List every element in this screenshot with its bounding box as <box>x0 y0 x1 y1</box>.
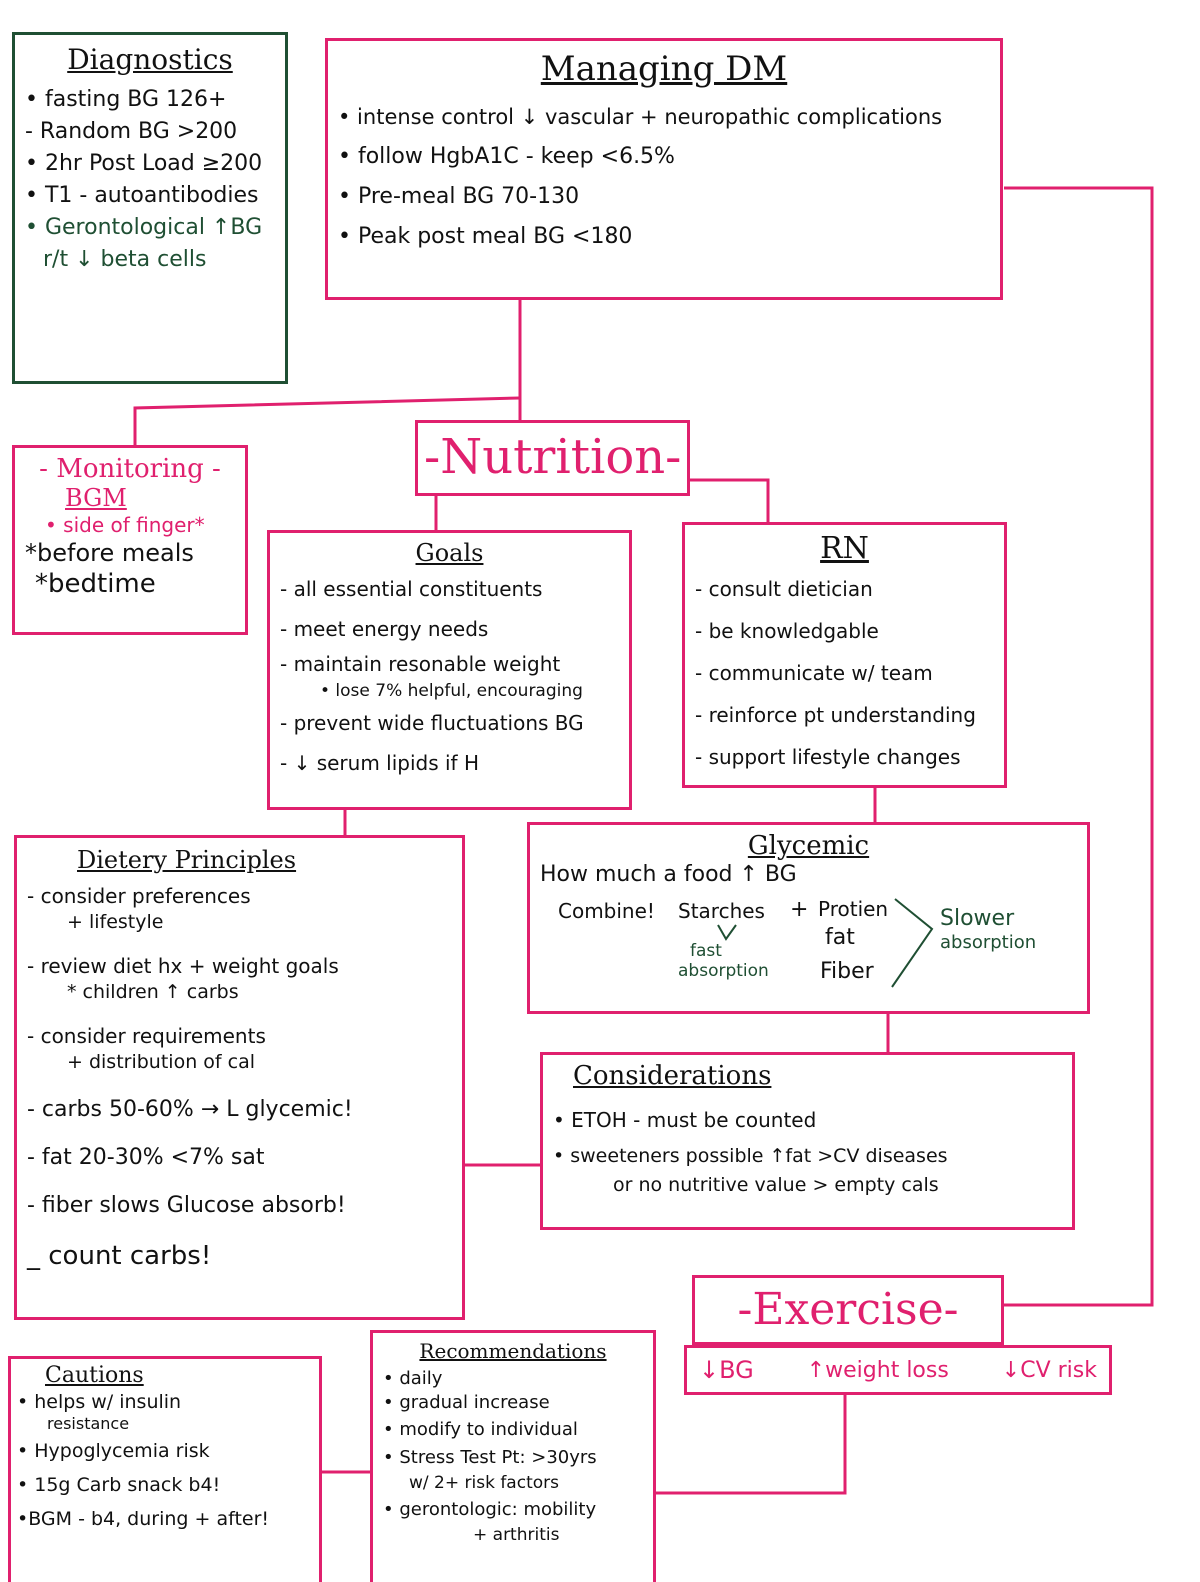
diagnostics-box: Diagnostics • fasting BG 126+ - Random B… <box>12 32 288 384</box>
goals-item: - all essential constituents <box>280 577 543 601</box>
glycemic-combine-diagram: Combine! Starches + Protien fat Fiber fa… <box>540 889 1077 999</box>
glycemic-box: Glycemic How much a food ↑ BG Combine! S… <box>527 822 1090 1014</box>
monitoring-subtitle: BGM <box>65 484 127 512</box>
diagnostics-gerontological: • Gerontological ↑BG <box>25 215 263 240</box>
rn-box: RN - consult dietician - be knowledgable… <box>682 522 1007 788</box>
cautions-title: Cautions <box>45 1363 144 1388</box>
link-exercise-recommendations <box>656 1390 847 1495</box>
dietary-item: - carbs 50-60% → L glycemic! <box>27 1097 353 1122</box>
rn-item: - consult dietician <box>695 577 873 601</box>
exercise-title: -Exercise- <box>737 1284 959 1335</box>
glycemic-title: Glycemic <box>747 831 870 861</box>
glycemic-plus: + <box>790 897 809 922</box>
considerations-item: • ETOH - must be counted <box>553 1108 817 1132</box>
glycemic-line1: How much a food ↑ BG <box>540 862 797 887</box>
diagnostics-item: • fasting BG 126+ <box>25 87 227 112</box>
recommendations-stress-sub: w/ 2+ risk factors <box>409 1473 559 1493</box>
goals-item: - ↓ serum lipids if H <box>280 751 479 775</box>
monitoring-item: *before meals <box>25 539 194 567</box>
recommendations-item: • modify to individual <box>383 1419 578 1440</box>
dietary-item: - fat 20-30% <7% sat <box>27 1145 265 1170</box>
dietary-item: _ count carbs! <box>27 1241 212 1271</box>
managing-dm-box: Managing DM • intense control ↓ vascular… <box>325 38 1003 300</box>
recommendations-geron-sub: + arthritis <box>473 1525 560 1545</box>
link-managing-exercise <box>1004 186 1154 1307</box>
diagnostics-item: - Random BG >200 <box>25 119 238 144</box>
recommendations-item: • gerontologic: mobility <box>383 1499 597 1520</box>
cautions-item-sub: resistance <box>47 1414 130 1433</box>
dietary-principles-box: Dietery Principles - consider preference… <box>14 835 465 1320</box>
goals-box: Goals - all essential constituents - mee… <box>267 530 632 810</box>
diagnostics-title: Diagnostics <box>67 43 233 76</box>
managing-dm-item: • intense control ↓ vascular + neuropath… <box>338 105 943 129</box>
monitoring-item: *bedtime <box>35 569 156 599</box>
cautions-item: • 15g Carb snack b4! <box>17 1474 221 1496</box>
rn-item: - be knowledgable <box>695 619 879 643</box>
dietary-item-sub: * children ↑ carbs <box>67 981 239 1003</box>
exercise-effect-weight: ↑weight loss <box>806 1357 949 1383</box>
cautions-item: • helps w/ insulin <box>17 1391 182 1413</box>
glycemic-slower-absorption: absorption <box>940 932 1037 953</box>
exercise-effect-cv: ↓CV risk <box>1001 1357 1097 1383</box>
managing-dm-item: • Pre-meal BG 70-130 <box>338 184 580 209</box>
exercise-effect-bg: ↓BG <box>699 1356 754 1384</box>
nutrition-box: -Nutrition- <box>415 420 690 496</box>
goals-item: - meet energy needs <box>280 617 489 641</box>
dietary-title: Dietery Principles <box>77 846 297 874</box>
diagnostics-item: • T1 - autoantibodies <box>25 183 259 208</box>
rn-title: RN <box>820 531 869 566</box>
rn-item: - communicate w/ team <box>695 661 933 685</box>
goals-item: - maintain resonable weight <box>280 652 561 676</box>
exercise-box: -Exercise- <box>692 1275 1004 1345</box>
goals-title: Goals <box>415 539 484 567</box>
dietary-item: - consider preferences <box>27 884 251 908</box>
monitoring-box: - Monitoring - BGM • side of finger* *be… <box>12 445 248 635</box>
link-nutrition-monitoring <box>133 396 521 445</box>
glycemic-slower: Slower <box>940 906 1015 931</box>
monitoring-title: - Monitoring - <box>39 454 221 484</box>
considerations-item: • sweeteners possible ↑fat >CV diseases <box>553 1145 948 1167</box>
exercise-effects-box: ↓BG ↑weight loss ↓CV risk <box>684 1345 1112 1395</box>
goals-weight-note: • lose 7% helpful, encouraging <box>320 681 583 701</box>
considerations-box: Considerations • ETOH - must be counted … <box>540 1052 1075 1230</box>
glycemic-starches: Starches <box>678 899 765 923</box>
considerations-sub: or no nutritive value > empty cals <box>613 1174 939 1196</box>
recommendations-item: • Stress Test Pt: >30yrs <box>383 1447 597 1468</box>
rn-item: - support lifestyle changes <box>695 745 961 769</box>
recommendations-title: Recommendations <box>419 1339 607 1363</box>
managing-dm-item: • follow HgbA1C - keep <6.5% <box>338 144 675 169</box>
dietary-item: - review diet hx + weight goals <box>27 954 339 978</box>
glycemic-protein: Protien <box>818 897 889 921</box>
managing-dm-item: • Peak post meal BG <180 <box>338 224 633 249</box>
monitoring-item: • side of finger* <box>45 513 205 537</box>
glycemic-fast: fast <box>690 941 722 961</box>
recommendations-item: • daily <box>383 1368 443 1389</box>
recommendations-box: Recommendations • daily • gradual increa… <box>370 1330 656 1582</box>
glycemic-fiber: Fiber <box>820 959 874 984</box>
rn-item: - reinforce pt understanding <box>695 703 976 727</box>
cautions-item: •BGM - b4, during + after! <box>17 1508 270 1530</box>
managing-dm-title: Managing DM <box>540 49 788 89</box>
dietary-item-sub: + distribution of cal <box>67 1051 255 1073</box>
dietary-item-sub: + lifestyle <box>67 911 164 933</box>
dietary-item: - fiber slows Glucose absorb! <box>27 1193 346 1218</box>
nutrition-title: -Nutrition- <box>424 429 682 485</box>
considerations-title: Considerations <box>573 1061 772 1091</box>
cautions-item: • Hypoglycemia risk <box>17 1440 210 1462</box>
recommendations-item: • gradual increase <box>383 1392 550 1413</box>
goals-item: - prevent wide fluctuations BG <box>280 711 584 735</box>
diagnostics-item: • 2hr Post Load ≥200 <box>25 151 263 176</box>
diagnostics-gerontological-sub: r/t ↓ beta cells <box>43 247 207 272</box>
glycemic-arrows <box>717 898 934 988</box>
glycemic-fast-absorption: absorption <box>678 961 769 981</box>
link-nutrition-rn <box>690 478 770 522</box>
cautions-box: Cautions • helps w/ insulin resistance •… <box>8 1356 322 1582</box>
dietary-item: - consider requirements <box>27 1024 266 1048</box>
glycemic-combine: Combine! <box>558 899 655 923</box>
glycemic-fat: fat <box>825 925 855 950</box>
